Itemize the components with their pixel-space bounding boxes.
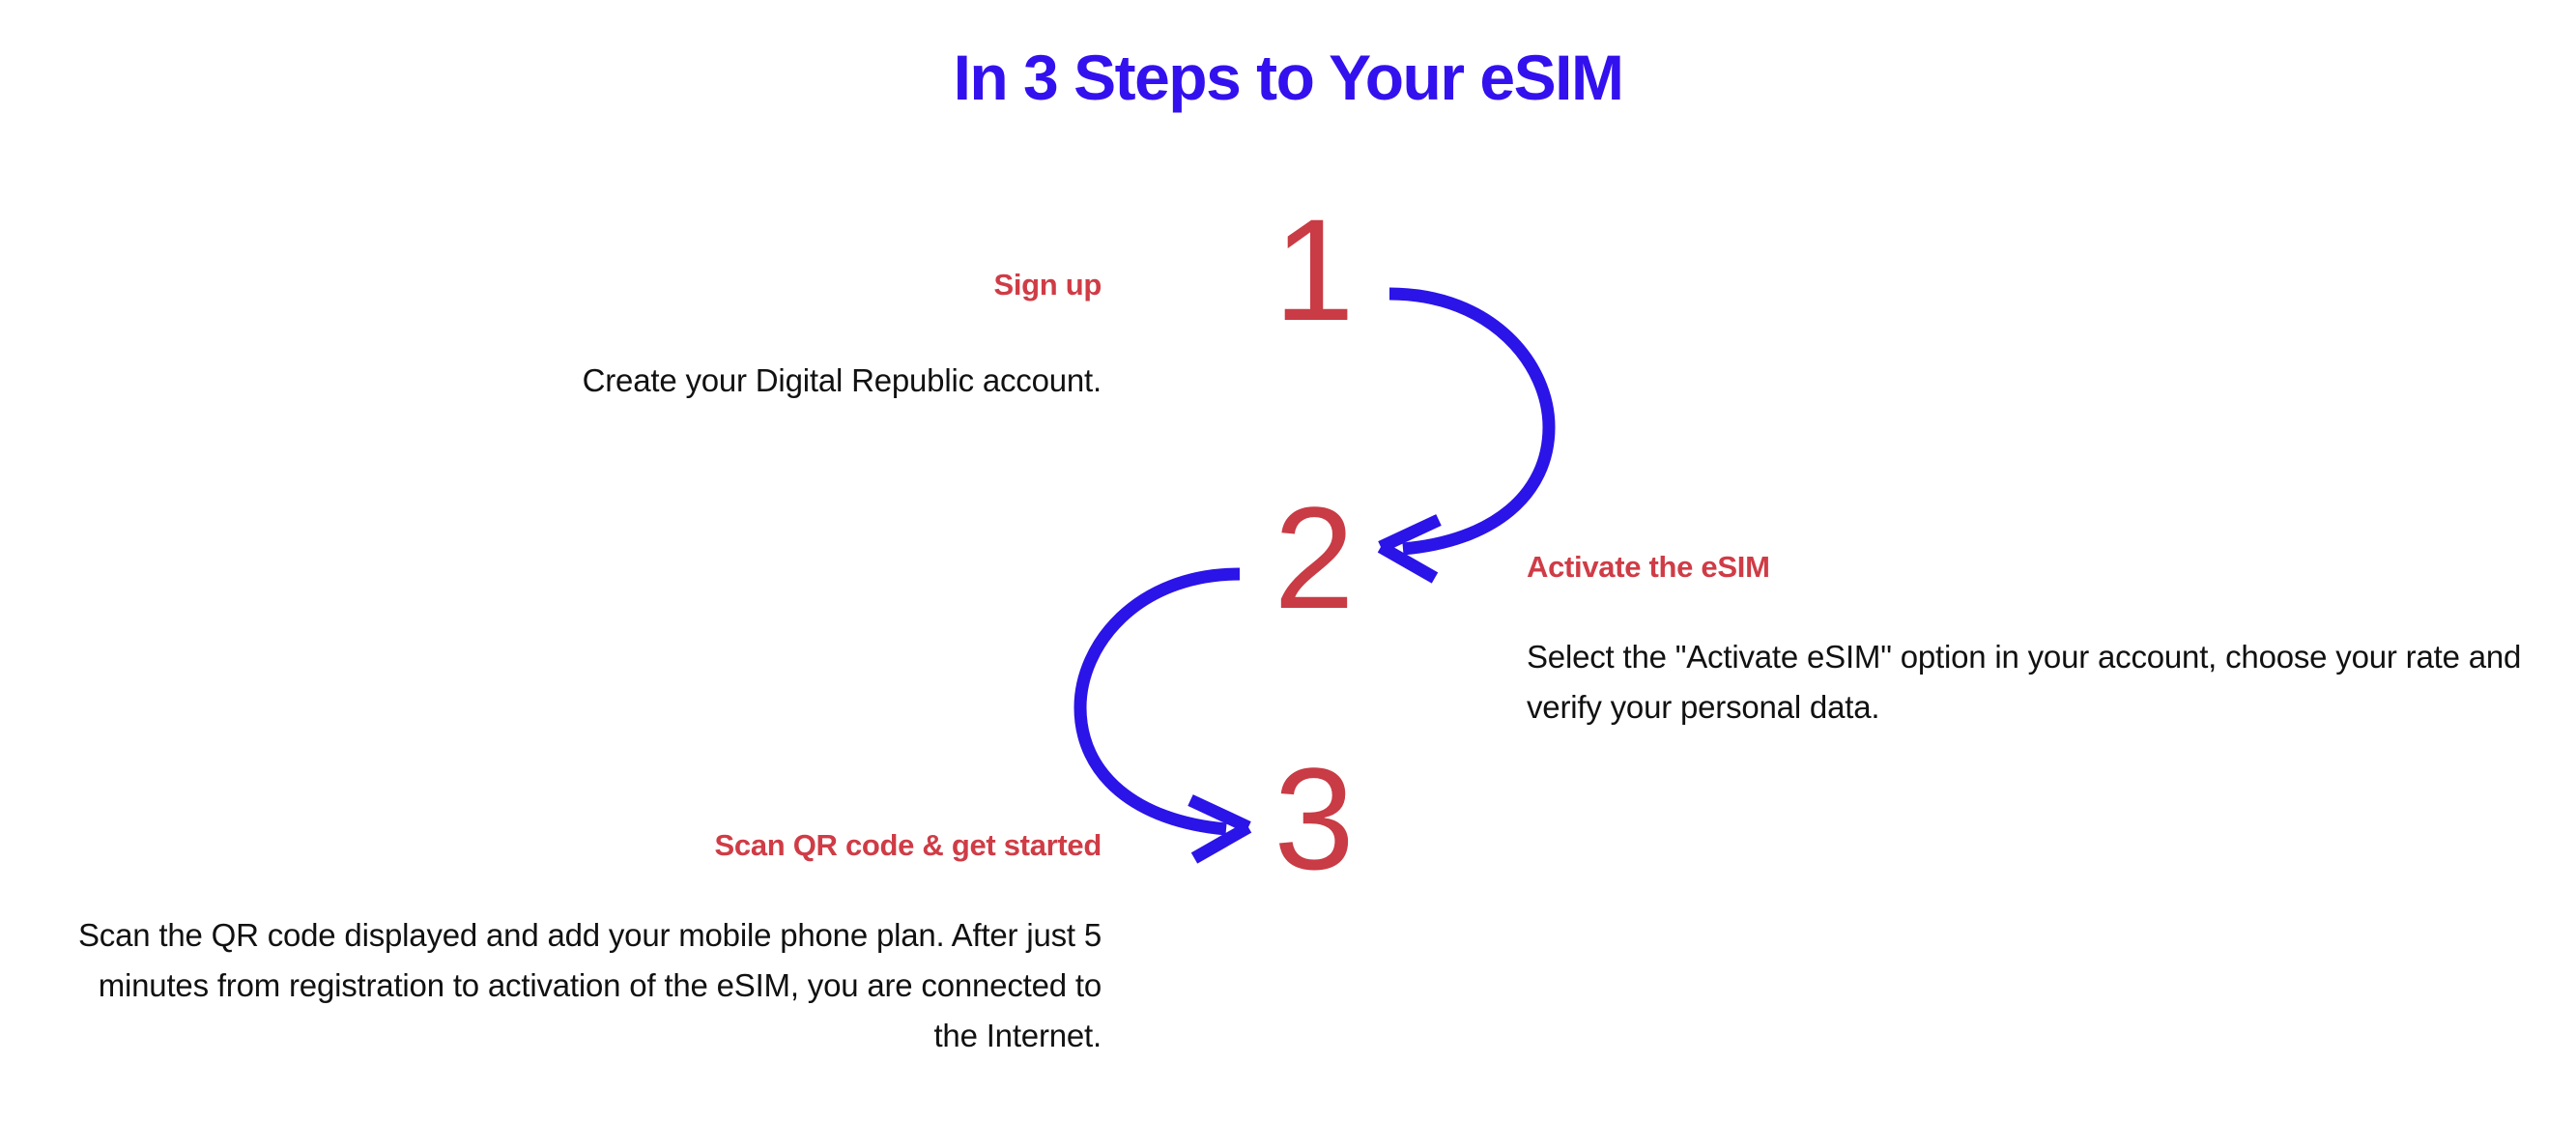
step-2-description: Select the "Activate eSIM" option in you… (1527, 639, 2522, 726)
step-number-2: 2 (1274, 476, 1355, 639)
step-number-1: 1 (1274, 188, 1355, 351)
step-1-heading: Sign up (993, 268, 1102, 302)
page-title: In 3 Steps to Your eSIM (953, 42, 1624, 114)
step-3-description: Scan the QR code displayed and add your … (78, 917, 1102, 1054)
step-number-3: 3 (1274, 737, 1355, 900)
step-1-description: Create your Digital Republic account. (582, 362, 1102, 398)
arrow-step-1-to-2-icon (1377, 287, 1556, 584)
step-3-heading: Scan QR code & get started (714, 828, 1102, 862)
arrow-step-2-to-3-icon (1073, 567, 1252, 864)
step-2-heading: Activate the eSIM (1527, 550, 1770, 584)
